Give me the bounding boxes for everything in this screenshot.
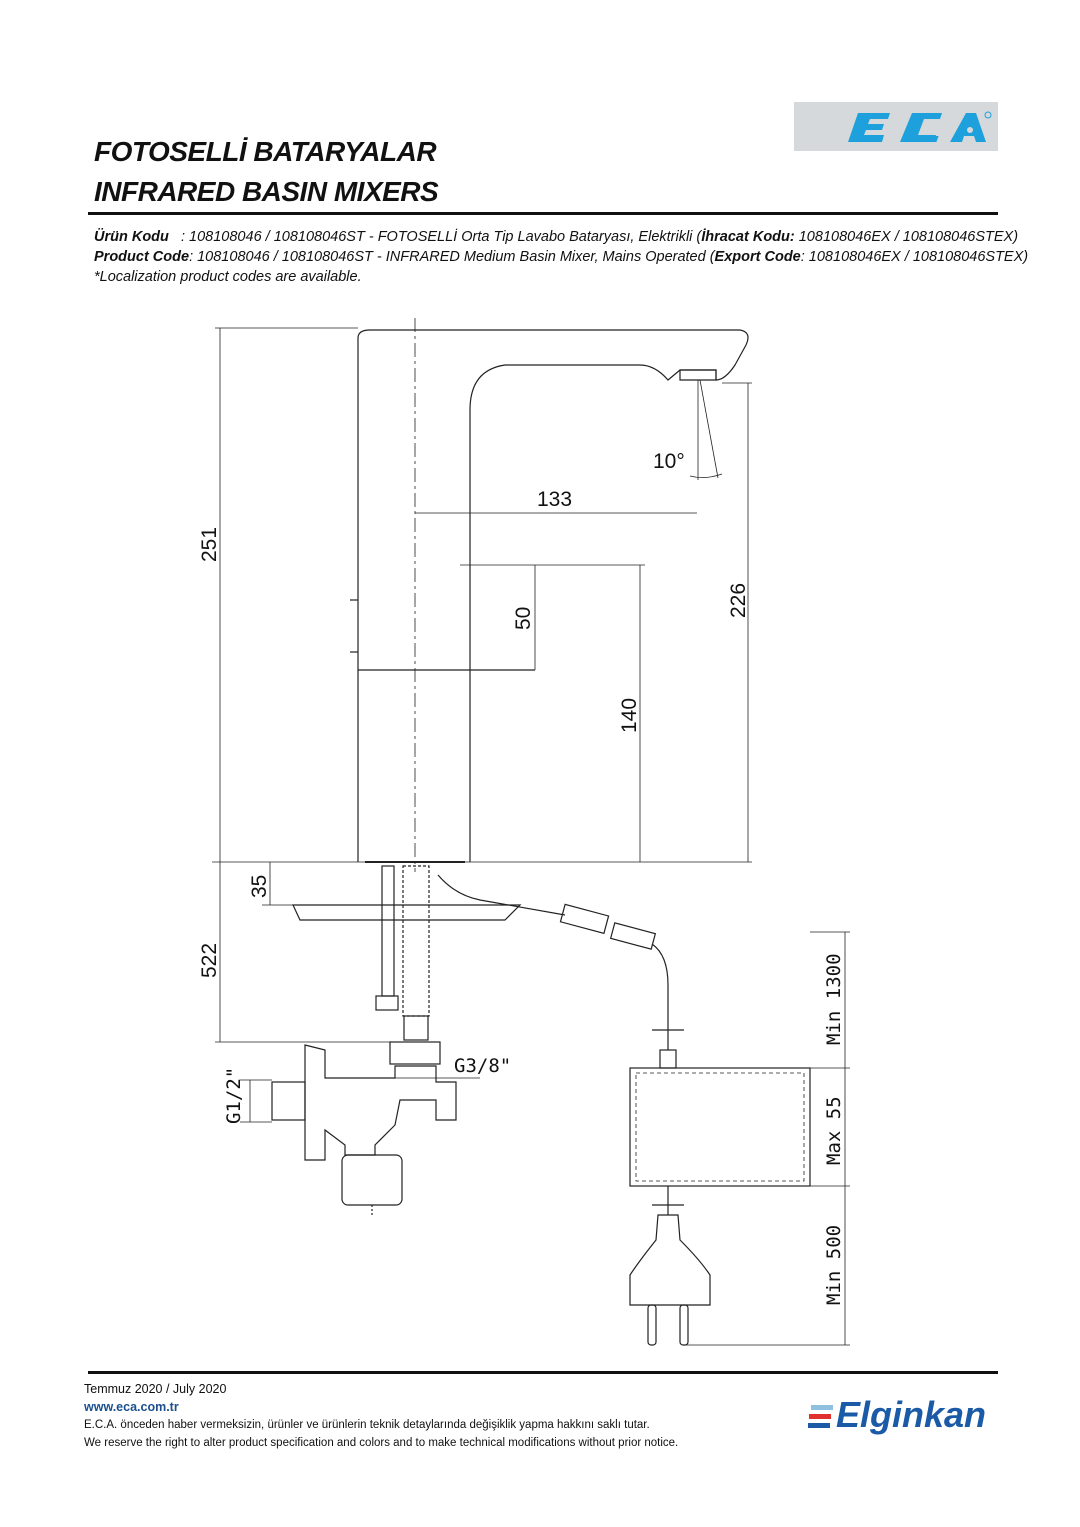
footer-rule (88, 1371, 998, 1374)
dim-522: 522 (198, 943, 221, 978)
power-plug (629, 1214, 711, 1306)
logo-bar (809, 1414, 831, 1419)
dim-g38: G3/8" (454, 1055, 511, 1077)
title-tr: FOTOSELLİ BATARYALAR (94, 136, 437, 167)
connector (559, 903, 610, 935)
export-label: Export Code (714, 249, 801, 265)
angle-valve (304, 1044, 457, 1161)
dim-133: 133 (537, 488, 572, 511)
dim-min-1300: Min 1300 (823, 953, 845, 1045)
disclaimer-tr: E.C.A. önceden haber vermeksizin, ürünle… (84, 1419, 650, 1431)
title-en: INFRARED BASIN MIXERS (94, 176, 439, 207)
label: Ürün Kodu (94, 229, 169, 245)
valve-nut (341, 1154, 403, 1206)
localization-note: *Localization product codes are availabl… (94, 269, 362, 285)
faucet-body (357, 329, 749, 862)
dim-140: 140 (618, 698, 641, 733)
transformer-cable (651, 943, 669, 1050)
flex-hose (402, 865, 430, 1017)
header-rule (88, 212, 998, 215)
elginkan-text: Elginkan (836, 1394, 987, 1435)
threaded-stud (381, 865, 395, 997)
sensor-cable (437, 874, 566, 916)
export-label: İhracat Kodu: (701, 229, 795, 245)
text: : 108108046 / 108108046ST - INFRARED Med… (189, 249, 715, 265)
footer-website[interactable]: www.eca.com.tr (84, 1400, 179, 1414)
disclaimer-en: We reserve the right to alter product sp… (84, 1437, 679, 1449)
dim-50: 50 (512, 607, 535, 630)
aerator (679, 369, 717, 381)
dim-g12: G1/2" (223, 1067, 245, 1124)
export-value: : 108108046EX / 108108046STEX) (800, 249, 1029, 265)
dim-35: 35 (248, 875, 271, 898)
dim-max-55: Max 55 (823, 1096, 845, 1165)
logo-bar (808, 1423, 830, 1428)
hose-nut (389, 1041, 441, 1065)
eca-logo (794, 102, 998, 151)
product-code-en: Product Code: 108108046 / 108108046ST - … (94, 249, 1028, 265)
export-value: 108108046EX / 108108046STEX) (794, 229, 1019, 245)
dim-angle: 10° (653, 450, 685, 473)
logo-bar (811, 1405, 833, 1410)
sink-plate (292, 904, 522, 921)
dim-min-500: Min 500 (823, 1225, 845, 1305)
text: : 108108046 / 108108046ST - FOTOSELLİ Or… (168, 229, 702, 245)
footer-date: Temmuz 2020 / July 2020 (84, 1382, 227, 1396)
label: Product Code (94, 249, 190, 265)
product-code-tr: Ürün Kodu : 108108046 / 108108046ST - FO… (94, 229, 1018, 245)
transformer-box (629, 1067, 811, 1187)
dim-251: 251 (198, 527, 221, 562)
dim-226: 226 (727, 583, 750, 618)
